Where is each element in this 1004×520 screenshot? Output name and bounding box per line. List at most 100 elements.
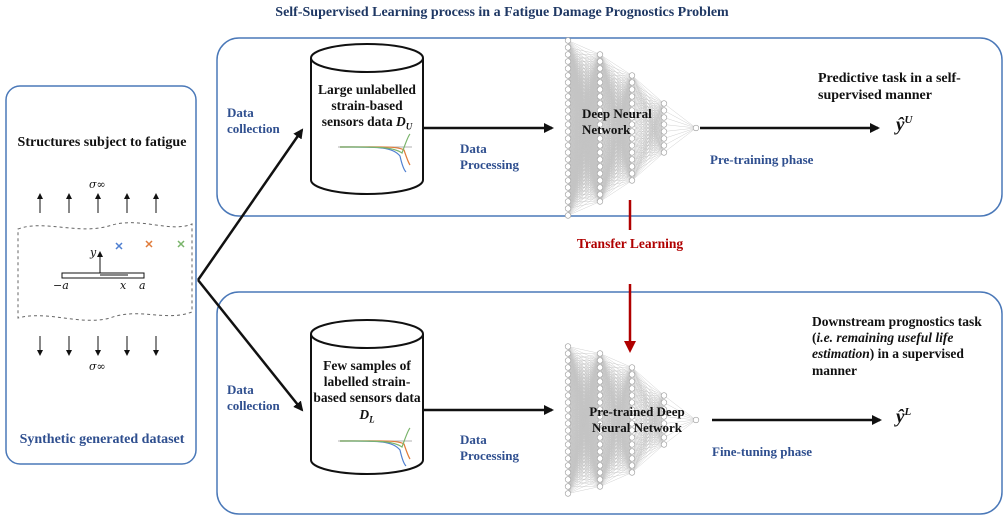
network-connection	[567, 388, 601, 494]
network-connection	[599, 96, 633, 202]
network-connection	[663, 419, 697, 424]
network-connection	[599, 367, 633, 410]
network-node	[564, 177, 572, 184]
network-node	[564, 128, 572, 135]
network-node	[596, 406, 604, 413]
network-connection	[631, 103, 665, 139]
network-connection	[599, 173, 633, 202]
network-connection	[663, 416, 697, 421]
network-node	[596, 462, 604, 469]
network-connection	[567, 47, 601, 55]
network-connection	[599, 75, 633, 83]
network-node	[628, 114, 636, 121]
finetuning-phase-label: Fine-tuning phase	[712, 444, 813, 459]
network-node	[564, 448, 572, 455]
network-connection	[599, 367, 633, 452]
network-node	[628, 79, 636, 86]
network-node	[628, 448, 636, 455]
network-connection	[599, 367, 633, 424]
network-connection	[567, 472, 601, 494]
network-node	[628, 142, 636, 149]
network-node	[596, 357, 604, 364]
network-connection	[567, 54, 601, 209]
network-connection	[663, 124, 697, 129]
network-connection	[567, 416, 601, 494]
network-connection	[567, 54, 601, 195]
network-connection	[567, 54, 601, 139]
network-connection	[567, 54, 601, 125]
deep-neural-network-graphic	[564, 37, 700, 219]
network-connection	[599, 444, 633, 487]
network-connection	[567, 353, 601, 480]
network-node	[596, 114, 604, 121]
transfer-learning-label: Transfer Learning	[576, 236, 684, 251]
network-connection	[567, 430, 601, 494]
network-node	[596, 441, 604, 448]
network-node	[628, 455, 636, 462]
network-connection	[567, 138, 601, 216]
network-connection	[599, 103, 633, 202]
structures-heading: Structures subject to fatigue	[17, 135, 187, 150]
network-connection	[631, 430, 665, 473]
network-connection	[599, 180, 633, 202]
network-node	[628, 121, 636, 128]
network-connection	[631, 103, 665, 160]
network-connection	[567, 353, 601, 403]
network-connection	[599, 75, 633, 167]
network-node	[596, 434, 604, 441]
network-node	[596, 420, 604, 427]
network-connection	[631, 416, 665, 473]
network-connection	[599, 451, 633, 487]
network-connection	[567, 61, 601, 216]
network-connection	[567, 96, 601, 216]
network-node	[564, 476, 572, 483]
network-connection	[663, 395, 697, 421]
network-node	[596, 427, 604, 434]
network-node	[596, 135, 604, 142]
network-node	[628, 135, 636, 142]
network-node	[596, 392, 604, 399]
finetuning-panel-frame	[216, 291, 1003, 515]
network-connection	[567, 54, 601, 111]
network-connection	[663, 127, 697, 146]
network-connection	[599, 367, 633, 473]
network-connection	[567, 187, 601, 216]
network-connection	[631, 103, 665, 125]
network-node	[564, 142, 572, 149]
network-connection	[599, 110, 633, 202]
top-output-letter: ŷ	[896, 114, 905, 136]
network-connection	[631, 103, 665, 132]
network-connection	[599, 68, 633, 76]
network-node	[660, 128, 668, 135]
network-node	[628, 177, 636, 184]
network-connection	[599, 458, 633, 487]
network-node	[596, 170, 604, 177]
synthetic-dataset-label: Synthetic generated dataset	[19, 432, 185, 447]
network-node	[564, 149, 572, 156]
network-connection	[567, 360, 601, 494]
network-node	[596, 399, 604, 406]
network-connection	[599, 89, 633, 202]
network-node	[564, 455, 572, 462]
network-connection	[567, 367, 601, 494]
network-connection	[567, 353, 601, 424]
downstream-task-suffix: ) in a supervised manner	[812, 346, 964, 378]
network-connection	[599, 159, 633, 202]
network-node	[596, 198, 604, 205]
network-node	[596, 448, 604, 455]
network-connection	[599, 437, 633, 487]
network-node	[564, 163, 572, 170]
network-connection	[567, 54, 601, 97]
network-connection	[567, 54, 601, 132]
network-connection	[567, 486, 601, 494]
network-connection	[567, 40, 601, 55]
network-node	[596, 163, 604, 170]
network-connection	[663, 419, 697, 445]
network-node	[564, 434, 572, 441]
network-connection	[663, 117, 697, 129]
network-connection	[631, 437, 665, 473]
network-node	[628, 364, 636, 371]
bottom-data-processing-label: Data Processing	[460, 432, 519, 463]
network-node	[564, 378, 572, 385]
network-node	[660, 121, 668, 128]
